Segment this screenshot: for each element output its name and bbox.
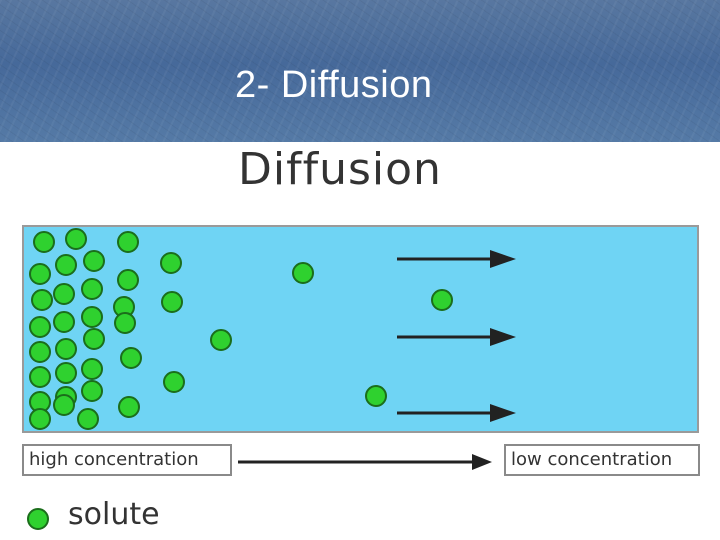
solute-particle <box>30 342 50 362</box>
solute-particle <box>54 284 74 304</box>
solute-particle <box>164 372 184 392</box>
solute-particle <box>56 363 76 383</box>
solute-particle <box>118 232 138 252</box>
diffusion-direction-arrow <box>397 328 516 346</box>
solute-particles <box>30 229 452 429</box>
solute-particle <box>121 348 141 368</box>
solute-legend-label: solute <box>68 497 160 532</box>
high-concentration-label: high concentration <box>22 444 232 476</box>
diffusion-direction-arrow <box>397 250 516 268</box>
concentration-gradient-arrow <box>236 450 498 474</box>
diagram-title: Diffusion <box>238 144 442 195</box>
solute-particle <box>118 270 138 290</box>
solute-particle <box>84 251 104 271</box>
flow-arrows <box>397 250 516 422</box>
low-concentration-label: low concentration <box>504 444 700 476</box>
slide-header: 2- Diffusion <box>0 0 720 142</box>
solute-particle <box>54 312 74 332</box>
solute-particle <box>56 255 76 275</box>
solute-particle <box>162 292 182 312</box>
solute-particle <box>30 409 50 429</box>
solution-container <box>22 225 699 433</box>
solute-particle <box>30 264 50 284</box>
solute-particle <box>78 409 98 429</box>
solute-particle <box>119 397 139 417</box>
solute-particle <box>34 232 54 252</box>
solute-particle <box>54 395 74 415</box>
solute-particle <box>161 253 181 273</box>
solute-particle <box>82 359 102 379</box>
solute-particle <box>366 386 386 406</box>
solute-particle <box>66 229 86 249</box>
solute-particle <box>82 279 102 299</box>
solute-particle <box>30 317 50 337</box>
solute-particle <box>82 307 102 327</box>
solute-legend-icon <box>25 506 51 532</box>
solute-particle <box>30 367 50 387</box>
solute-particle <box>115 313 135 333</box>
solute-particle <box>432 290 452 310</box>
solute-particle <box>56 339 76 359</box>
solute-particle <box>211 330 231 350</box>
solute-particle <box>293 263 313 283</box>
solute-particle <box>32 290 52 310</box>
slide-title: 2- Diffusion <box>235 64 433 107</box>
solute-particle <box>82 381 102 401</box>
solute-particle <box>84 329 104 349</box>
diffusion-diagram <box>24 227 701 435</box>
diffusion-direction-arrow <box>397 404 516 422</box>
